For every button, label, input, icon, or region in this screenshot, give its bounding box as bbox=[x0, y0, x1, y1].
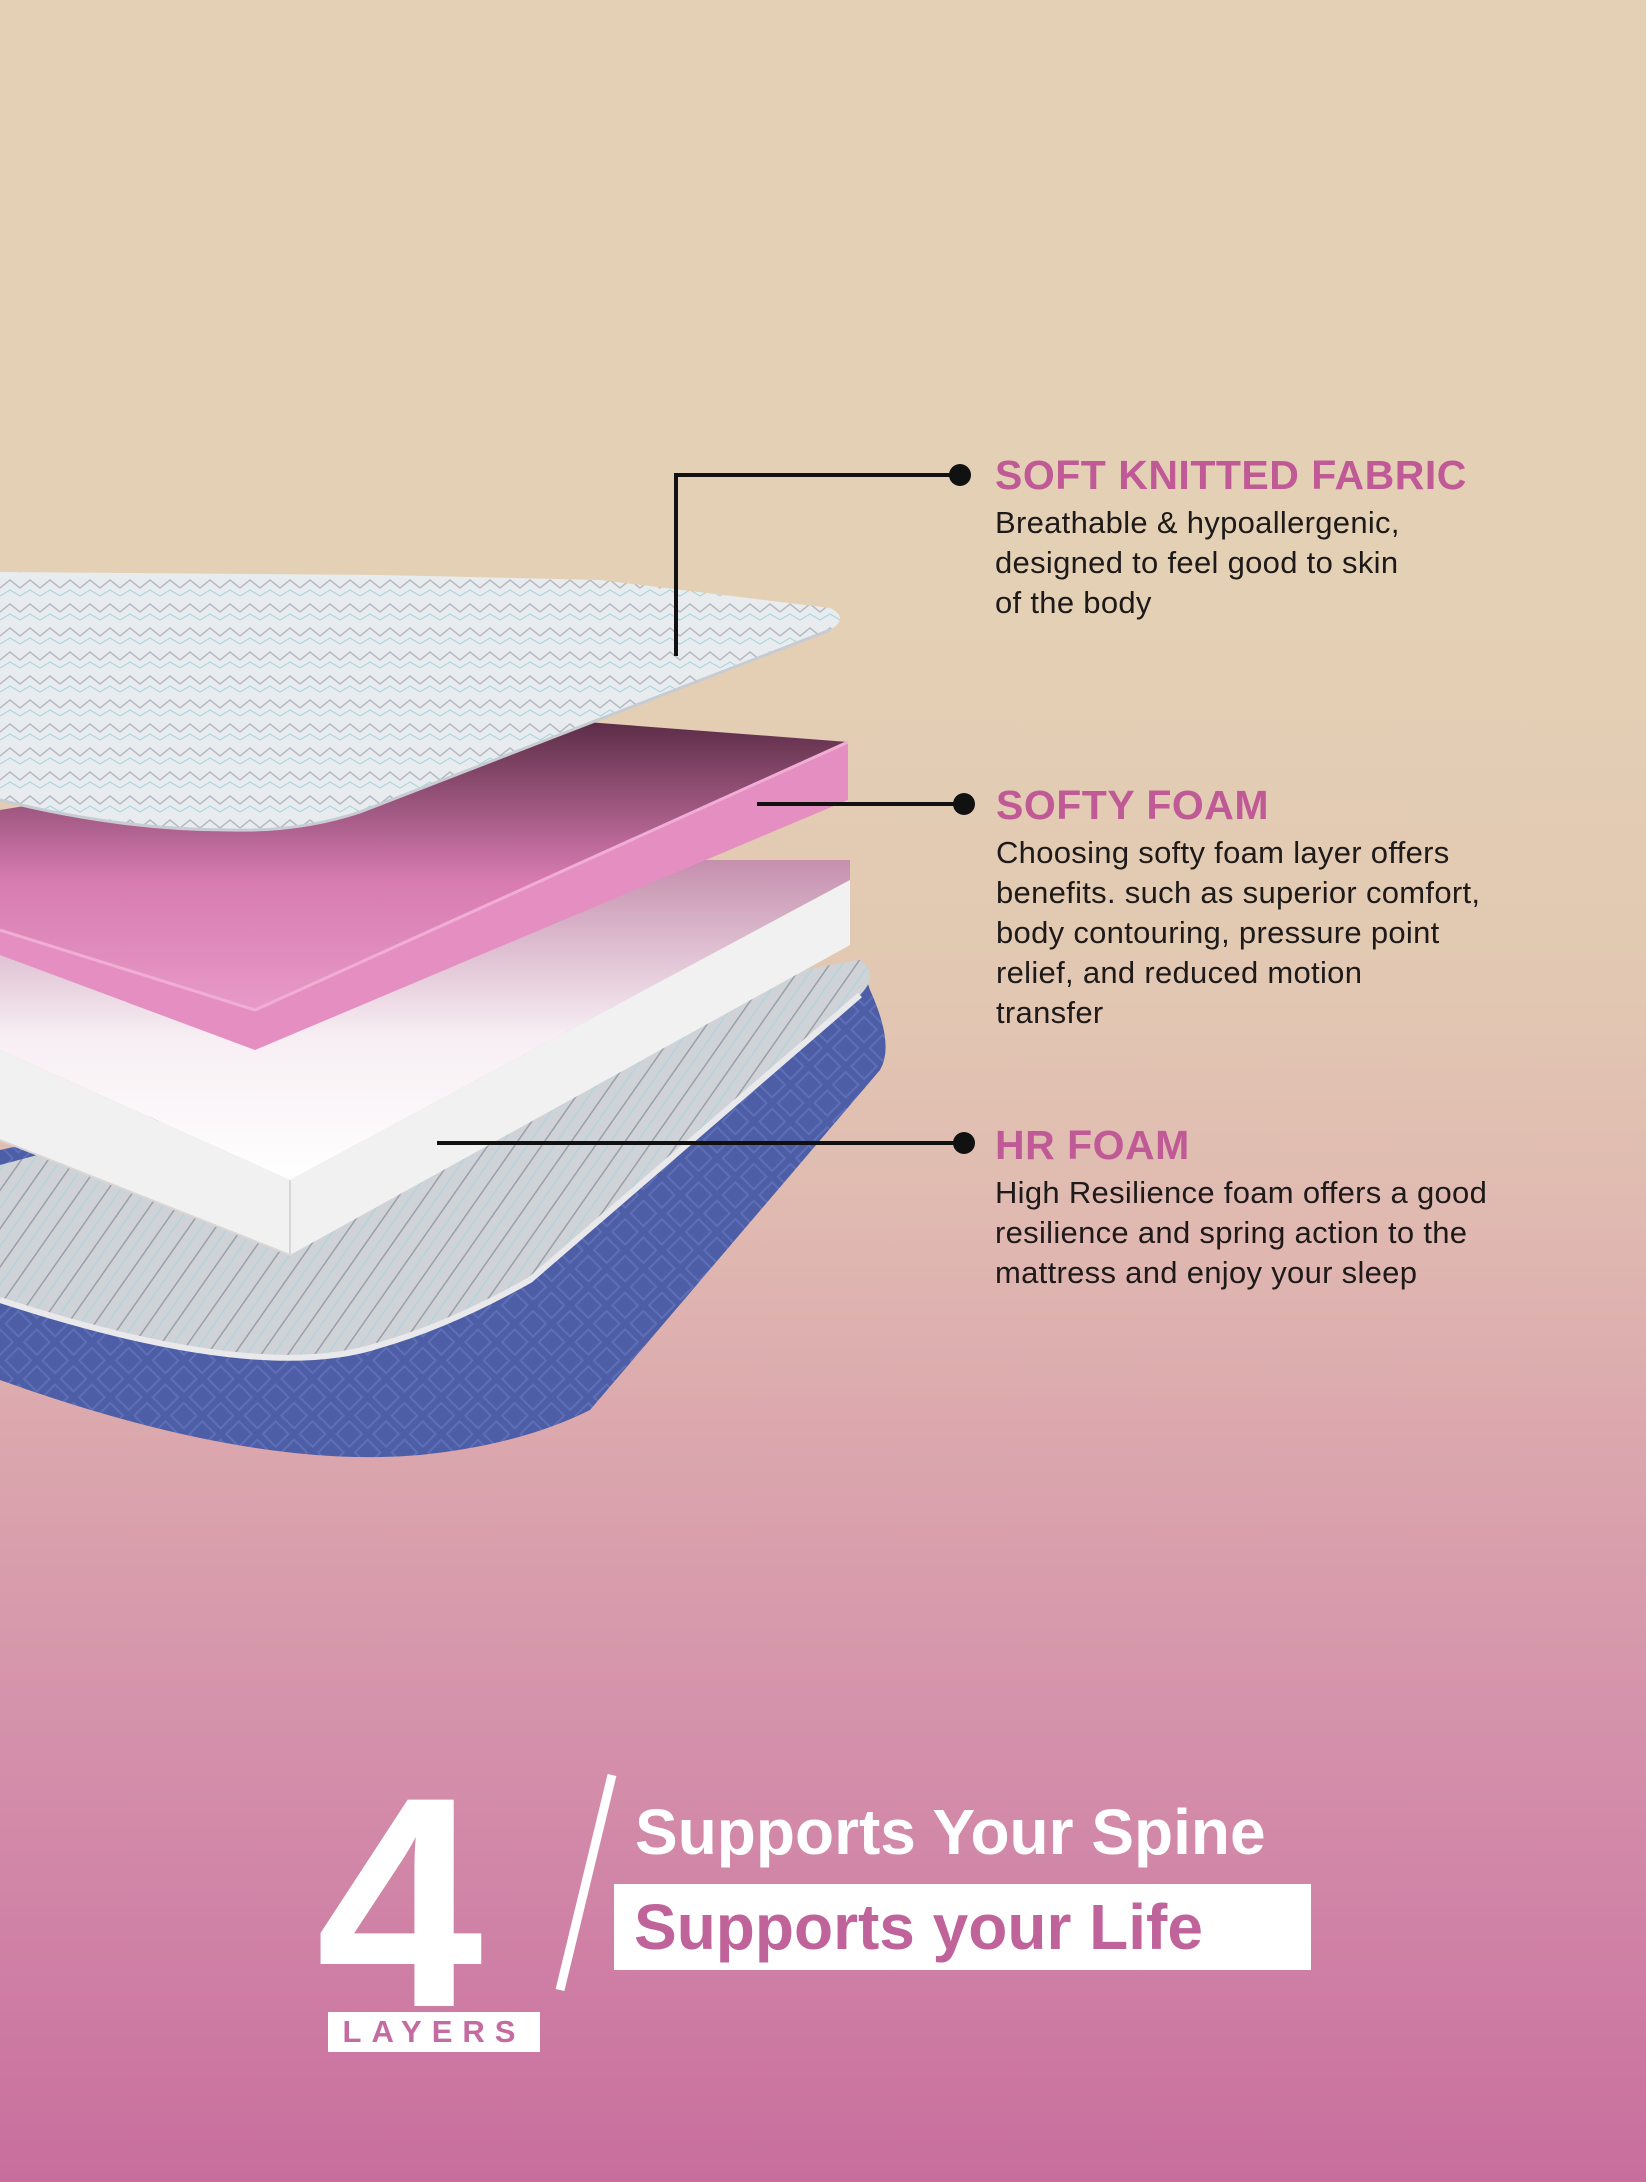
desc-line: resilience and spring action to the bbox=[995, 1215, 1468, 1250]
callout-title: SOFTY FOAM bbox=[996, 782, 1270, 828]
desc-line: benefits. such as superior comfort, bbox=[996, 875, 1481, 910]
desc-line: relief, and reduced motion bbox=[996, 955, 1363, 990]
callout-soft-knitted-fabric: SOFT KNITTED FABRIC Breathable & hypoall… bbox=[995, 452, 1595, 623]
desc-line: Choosing softy foam layer offers bbox=[996, 835, 1450, 870]
tagline-line-2: Supports your Life bbox=[634, 1891, 1203, 1963]
callout-description: High Resilience foam offers a good resil… bbox=[995, 1173, 1615, 1293]
callout-description: Breathable & hypoallergenic, designed to… bbox=[995, 503, 1595, 623]
callout-title: HR FOAM bbox=[995, 1122, 1190, 1168]
desc-line: designed to feel good to skin bbox=[995, 545, 1399, 580]
leader-dot-softy-foam bbox=[953, 793, 975, 815]
hr-foam-side bbox=[0, 880, 850, 1255]
desc-line: body contouring, pressure point bbox=[996, 915, 1440, 950]
callout-hr-foam: HR FOAM High Resilience foam offers a go… bbox=[995, 1122, 1615, 1293]
desc-line: mattress and enjoy your sleep bbox=[995, 1255, 1418, 1290]
knitted-fabric-layer bbox=[0, 572, 840, 831]
leader-dot-fabric bbox=[949, 464, 971, 486]
layer-count-number: 4 bbox=[316, 1734, 483, 2070]
desc-line: Breathable & hypoallergenic, bbox=[995, 505, 1400, 540]
leader-dot-hr-foam bbox=[953, 1132, 975, 1154]
desc-line: transfer bbox=[996, 995, 1104, 1030]
desc-line: of the body bbox=[995, 585, 1152, 620]
callout-title: SOFT KNITTED FABRIC bbox=[995, 452, 1467, 498]
callout-softy-foam: SOFTY FOAM Choosing softy foam layer off… bbox=[996, 782, 1616, 1033]
layers-label: LAYERS bbox=[328, 2012, 540, 2052]
leader-line-fabric bbox=[674, 473, 960, 656]
slash-divider bbox=[555, 1773, 617, 1992]
tagline-highlight-box bbox=[614, 1884, 1311, 1970]
desc-line: High Resilience foam offers a good bbox=[995, 1175, 1488, 1210]
tagline-line-1: Supports Your Spine bbox=[635, 1796, 1266, 1868]
callout-description: Choosing softy foam layer offers benefit… bbox=[996, 833, 1616, 1033]
